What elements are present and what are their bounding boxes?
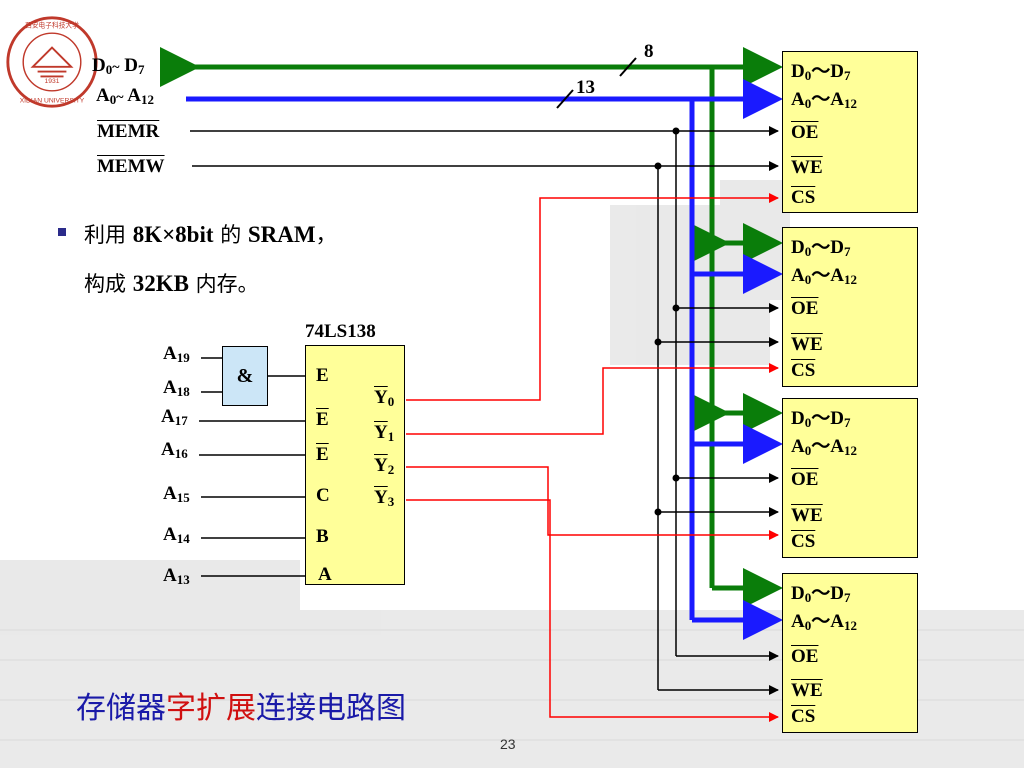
- data-bus: [160, 47, 783, 608]
- svg-text:1931: 1931: [45, 78, 60, 85]
- decoder-input-e2a: E: [316, 409, 329, 430]
- bullet-line-1: 利用 8K×8bit 的 SRAM，: [84, 222, 337, 247]
- slide-caption: 存储器字扩展连接电路图: [76, 683, 406, 727]
- address-input-lines: [199, 357, 305, 577]
- chip-pin-data: D0～D7: [791, 61, 851, 83]
- addr-input-a13: A13: [163, 565, 190, 587]
- university-seal-icon: 1931 XIDIAN UNIVERSITY 西安电子科技大学: [6, 16, 98, 108]
- sram-chip-2: D0～D7 A0～A12 OE WE CS: [782, 227, 918, 387]
- memw-label: MEMW: [97, 156, 165, 177]
- chip-pin-we: WE: [791, 680, 823, 701]
- decoder-title: 74LS138: [305, 321, 376, 342]
- chip-pin-address: A0～A12: [791, 436, 857, 458]
- decoder-output-y1: Y1: [374, 422, 395, 444]
- caption-part-3: 连接电路图: [256, 691, 406, 726]
- decoder-output-y3: Y3: [374, 487, 395, 509]
- addr-input-a14: A14: [163, 524, 190, 546]
- svg-text:XIDIAN UNIVERSITY: XIDIAN UNIVERSITY: [20, 97, 85, 104]
- decoder-input-b: B: [316, 526, 329, 547]
- chip-pin-oe: OE: [791, 469, 819, 490]
- addr-input-a15: A15: [163, 483, 190, 505]
- addr-input-a16: A16: [161, 439, 188, 461]
- address-bus-width-tick: [556, 89, 574, 109]
- memr-line: [190, 126, 779, 661]
- chip-pin-we: WE: [791, 157, 823, 178]
- memr-junctions: [672, 127, 680, 482]
- address-bus: [186, 79, 783, 640]
- data-bus-width: 8: [644, 41, 654, 62]
- chip-pin-data: D0～D7: [791, 237, 851, 259]
- chip-pin-oe: OE: [791, 122, 819, 143]
- address-bus-label: A0~ A12: [96, 85, 154, 107]
- caption-part-2: 字扩展: [166, 691, 256, 726]
- chip-pin-address: A0～A12: [791, 89, 857, 111]
- sram-chip-4: D0～D7 A0～A12 OE WE CS: [782, 573, 918, 733]
- decoder-input-e: E: [316, 365, 329, 386]
- memw-line: [192, 161, 779, 695]
- sram-chip-3: D0～D7 A0～A12 OE WE CS: [782, 398, 918, 558]
- addr-input-a17: A17: [161, 406, 188, 428]
- chip-pin-oe: OE: [791, 298, 819, 319]
- chip-pin-cs: CS: [791, 531, 816, 552]
- bullet-marker: [58, 228, 66, 236]
- chip-pin-data: D0～D7: [791, 408, 851, 430]
- address-bus-width: 13: [576, 77, 595, 98]
- chip-pin-we: WE: [791, 505, 823, 526]
- decoder-output-y0: Y0: [374, 387, 395, 409]
- memr-label: MEMR: [97, 121, 160, 142]
- chip-select-lines: [406, 193, 779, 722]
- decoder-output-y2: Y2: [374, 455, 395, 477]
- addr-input-a18: A18: [163, 377, 190, 399]
- decoder-74ls138: E E E C B A Y0 Y1 Y2 Y3: [305, 345, 405, 585]
- decoder-input-a: A: [318, 564, 332, 585]
- svg-text:西安电子科技大学: 西安电子科技大学: [25, 20, 79, 29]
- chip-pin-cs: CS: [791, 706, 816, 727]
- chip-pin-oe: OE: [791, 646, 819, 667]
- decoder-input-c: C: [316, 485, 330, 506]
- bullet-line-2: 构成 32KB 内存。: [84, 271, 259, 296]
- sram-chip-1: D0～D7 A0～A12 OE WE CS: [782, 51, 918, 213]
- data-bus-width-tick: [619, 57, 637, 77]
- addr-input-a19: A19: [163, 343, 190, 365]
- chip-pin-cs: CS: [791, 187, 816, 208]
- chip-pin-address: A0～A12: [791, 611, 857, 633]
- page-number: 23: [500, 736, 516, 752]
- chip-pin-data: D0～D7: [791, 583, 851, 605]
- data-bus-label: D0~ D7: [92, 55, 145, 77]
- chip-pin-address: A0～A12: [791, 265, 857, 287]
- and-gate: &: [222, 346, 268, 406]
- caption-part-1: 存储器: [76, 691, 166, 726]
- memw-junctions: [654, 162, 662, 516]
- chip-pin-cs: CS: [791, 360, 816, 381]
- chip-pin-we: WE: [791, 334, 823, 355]
- decoder-input-e2b: E: [316, 444, 329, 465]
